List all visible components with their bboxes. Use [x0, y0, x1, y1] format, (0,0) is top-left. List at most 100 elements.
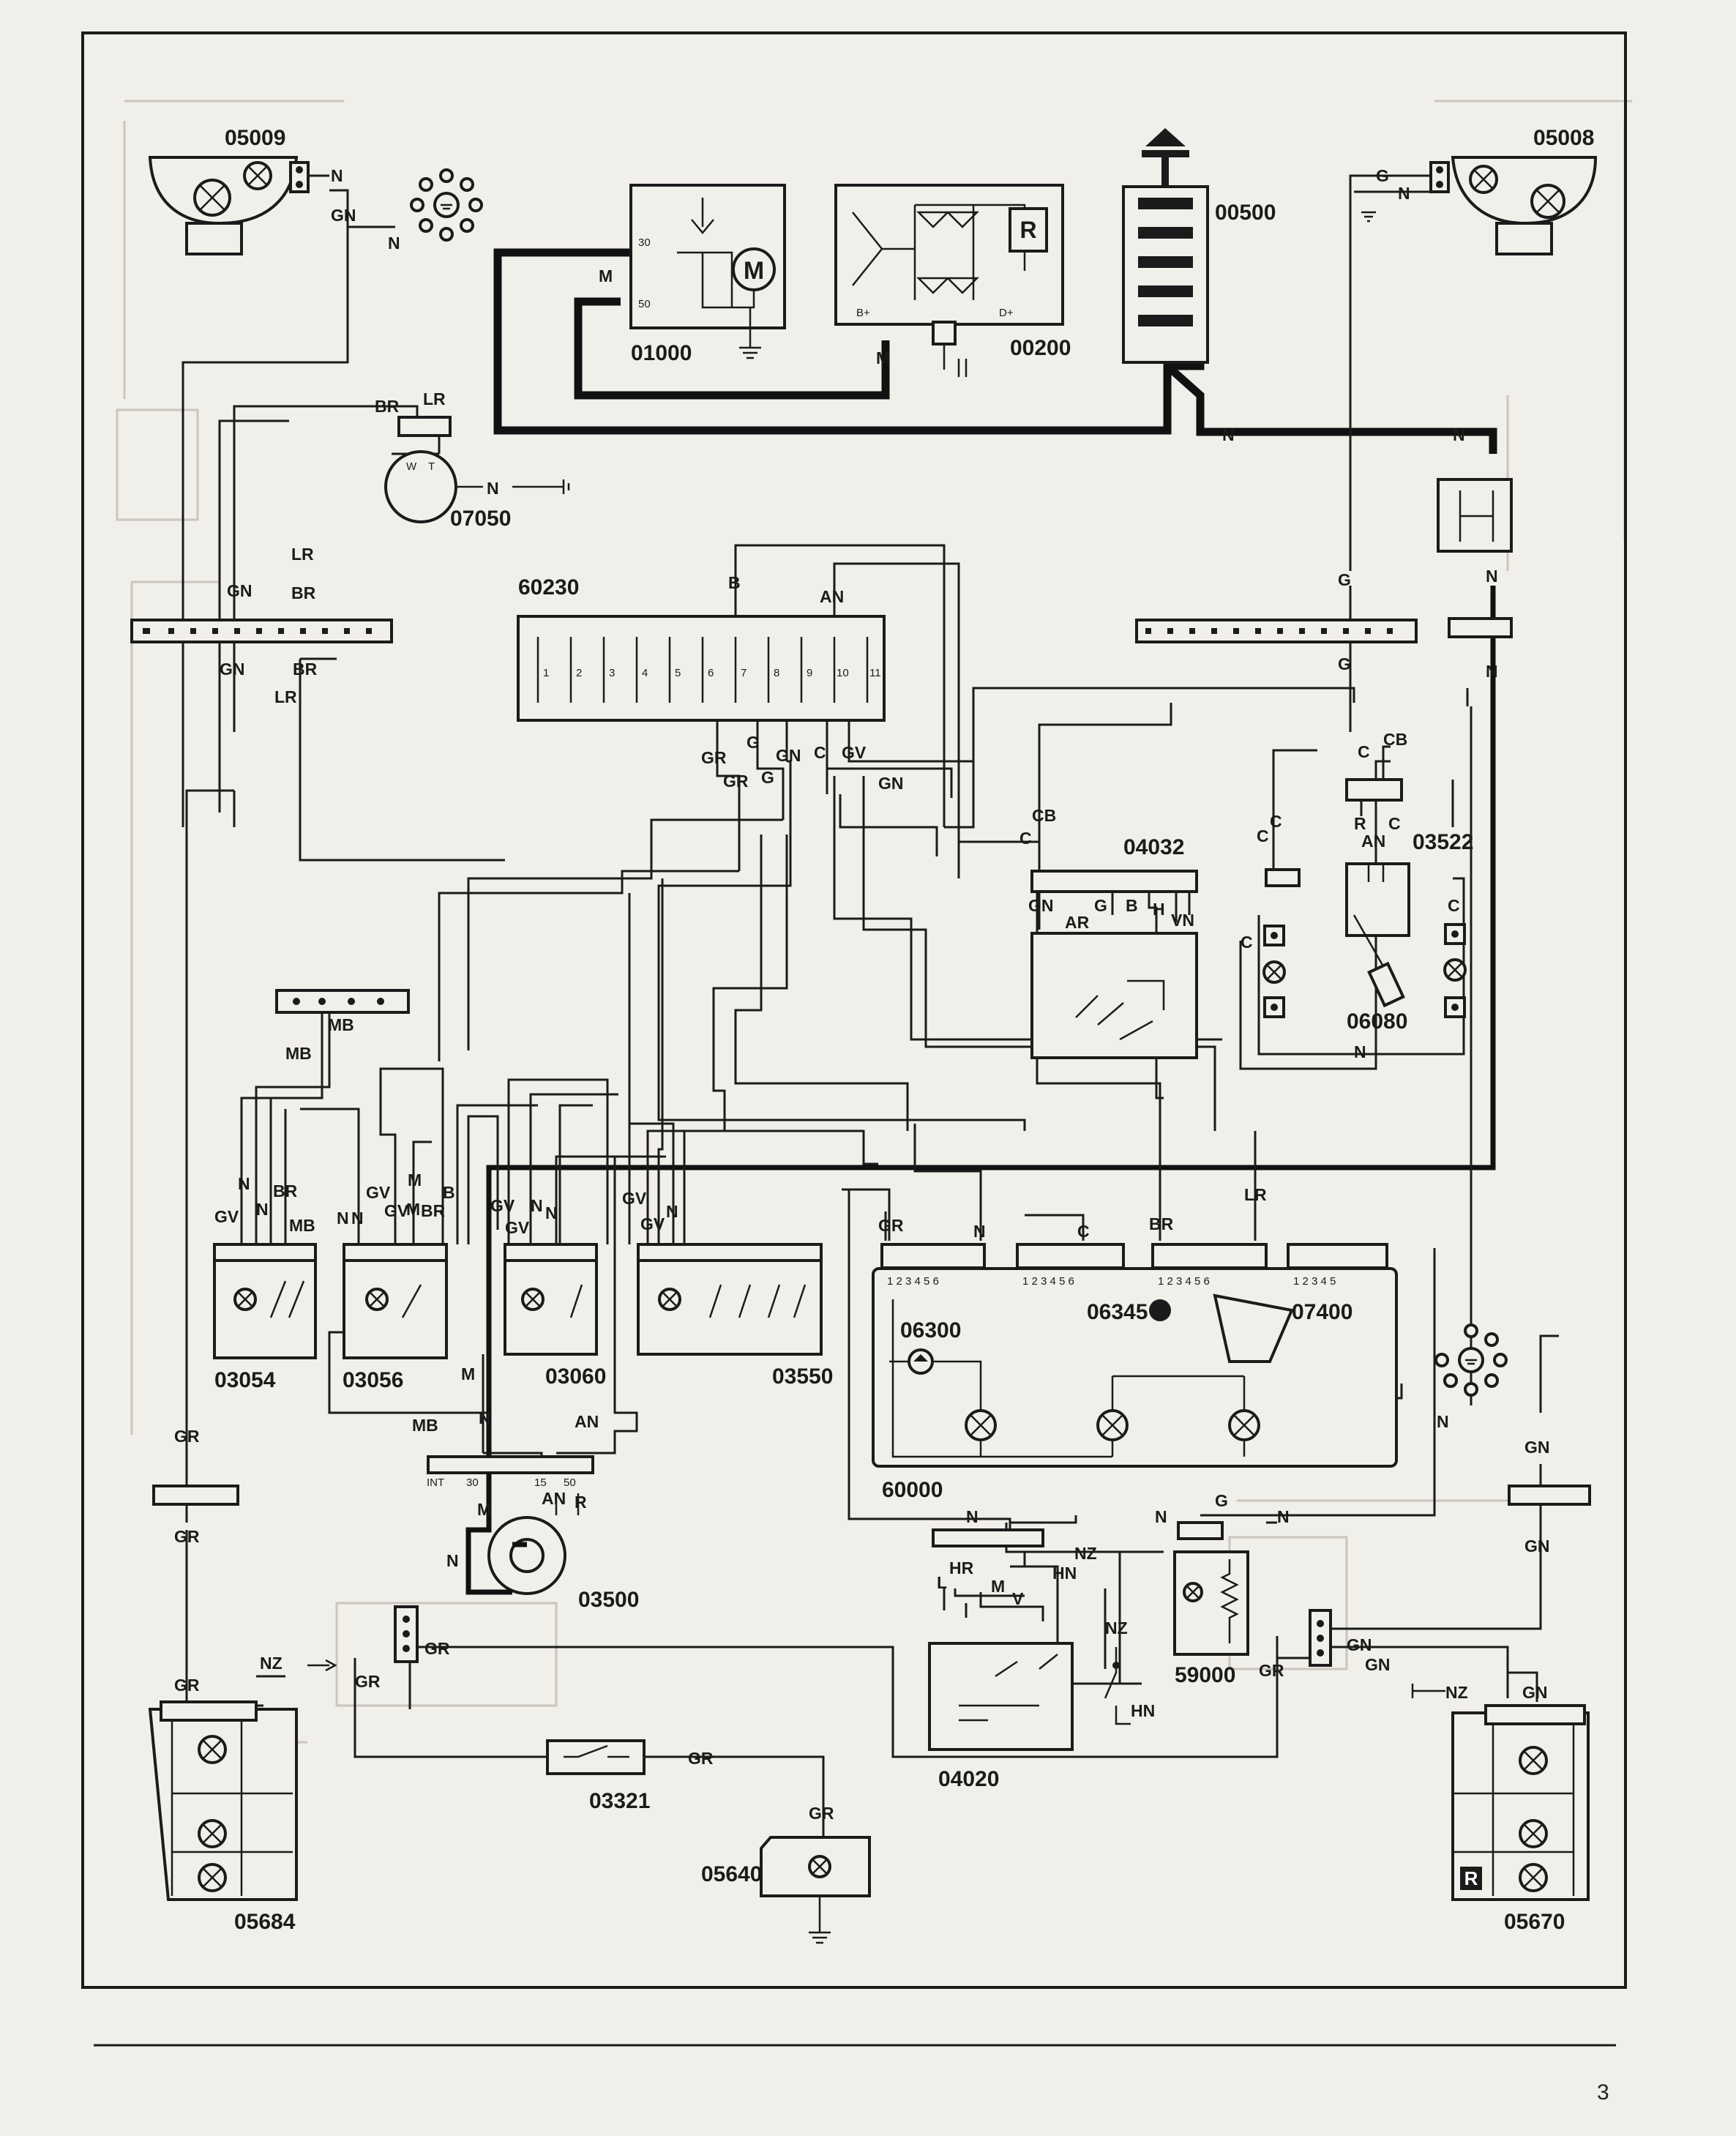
terminal-50-ign: 50: [564, 1476, 576, 1489]
wire-label-g: G: [1215, 1491, 1228, 1510]
wire-label-n: N: [331, 166, 343, 185]
terminal-int: INT: [427, 1476, 444, 1489]
label-60230: 60230: [518, 575, 579, 600]
connector-a-pins: 1 2 3 4 5 6: [887, 1275, 939, 1288]
wire-label-b: B: [443, 1183, 455, 1202]
wire-label-n: N: [1155, 1507, 1167, 1526]
wire-label-lr: LR: [1244, 1185, 1267, 1204]
wire-label-gv: GV: [842, 743, 867, 762]
label-00200: 00200: [1010, 336, 1071, 360]
instrument-cluster-60000: 1 2 3 4 5 6 1 2 3 4 5 6 1 2 3 4 5 6 1 2 …: [872, 1185, 1398, 1502]
wire-label-gv: GV: [490, 1196, 515, 1215]
wire-label-c: C: [814, 743, 826, 762]
water-temp-sender: W T BR LR N 07050: [375, 389, 570, 531]
fuse-6: 6: [708, 667, 714, 679]
wire-label-b: B: [1126, 896, 1138, 915]
terminal-d-plus: D+: [999, 307, 1014, 319]
rear-right-area: GN GN GN GN NZ GN: [1309, 1438, 1591, 1702]
wire-label-gr: GR: [355, 1672, 381, 1691]
wire-label-gn: GN: [1522, 1683, 1548, 1702]
label-05640: 05640: [701, 1862, 762, 1886]
wire-label-cb: CB: [1383, 730, 1407, 749]
starter-motor-symbol: M: [744, 257, 764, 285]
switch-bank: MB MB 03054 GV N N BR MB 03056 N N GV GV…: [213, 989, 833, 1392]
fuse-7: 7: [741, 667, 747, 679]
flasher-59000: 59000 G N GR: [1173, 1491, 1290, 1687]
label-60000: 60000: [882, 1478, 943, 1502]
wire-label-m: M: [477, 1500, 491, 1519]
wire-label-br: BR: [1149, 1214, 1174, 1233]
wire-label-gn: GN: [1028, 896, 1054, 915]
label-03500: 03500: [578, 1588, 639, 1612]
wire-label-br: BR: [273, 1181, 298, 1200]
wire-label-h: H: [1153, 900, 1165, 919]
wire-label-g: G: [761, 768, 774, 787]
wire-label-n: N: [545, 1203, 558, 1222]
page-number: 3: [1597, 2080, 1609, 2105]
wire-label-nz: NZ: [1105, 1618, 1128, 1638]
wire-label-r: R: [1354, 814, 1366, 833]
wire-label-gr: GR: [723, 772, 749, 791]
fuse-2: 2: [576, 667, 582, 679]
battery-00500: 00500 N N: [1122, 128, 1465, 444]
wire-label-n: N: [1437, 1412, 1449, 1431]
wire-label-l: L: [937, 1573, 947, 1592]
label-06080: 06080: [1347, 1009, 1407, 1034]
wire-label-c: C: [1388, 814, 1401, 833]
label-04020: 04020: [938, 1767, 999, 1791]
wire-label-n: N: [531, 1196, 543, 1215]
fuse-4: 4: [642, 667, 648, 679]
wire-label-gv: GV: [640, 1214, 665, 1233]
wire-label-n: N: [1354, 1042, 1366, 1061]
wire-label-m: M: [406, 1200, 420, 1219]
wire-label-gv: GV: [214, 1207, 239, 1226]
terminal-30-ign: 30: [466, 1476, 479, 1489]
fuse-8: 8: [774, 667, 779, 679]
front-left-lamp: 05009 N GN N: [148, 126, 400, 255]
wire-label-lr: LR: [291, 545, 314, 564]
wire-label-gn: GN: [1365, 1655, 1391, 1674]
fuse-number-labels: 1 2 3 4 5 6 7 8 9 10 11: [543, 667, 881, 679]
label-59000: 59000: [1175, 1663, 1235, 1687]
wire-label-n: N: [1453, 425, 1465, 444]
wire-label-gn: GN: [776, 746, 801, 765]
wire-label-c: C: [1257, 826, 1269, 845]
label-03054: 03054: [214, 1368, 276, 1392]
wire-label-gv: GV: [366, 1183, 391, 1202]
wire-label-n: N: [1398, 184, 1410, 203]
wire-label-gr: GR: [174, 1676, 200, 1695]
wire-label-gn: GN: [331, 206, 356, 225]
terminal-t: T: [428, 460, 435, 473]
label-03321: 03321: [589, 1789, 650, 1813]
wire-label-mb: MB: [285, 1044, 312, 1063]
wire-label-nz: NZ: [1074, 1544, 1097, 1563]
wire-label-m: M: [599, 266, 613, 285]
wire-label-gn: GN: [1524, 1438, 1550, 1457]
wire-label-gn: GN: [878, 774, 904, 793]
wire-label-gr: GR: [809, 1804, 834, 1823]
wire-label-vn: VN: [1171, 911, 1194, 930]
wire-label-n: N: [1222, 425, 1235, 444]
wire-label-g: G: [1376, 166, 1389, 185]
wire-label-gr: GR: [701, 748, 727, 767]
wire-label-g: G: [1338, 654, 1351, 673]
main-relay: N N: [1437, 478, 1513, 681]
rear-left-area: GR GR NZ GR GR GR: [152, 1427, 450, 1695]
wire-label-gn: GN: [1524, 1536, 1550, 1556]
label-05008: 05008: [1533, 126, 1594, 150]
label-07050: 07050: [450, 507, 511, 531]
rear-lamp-05670: R 05670: [1451, 1704, 1590, 1934]
terminal-30: 30: [638, 236, 651, 249]
wire-label-br: BR: [375, 397, 400, 416]
wire-label-m: M: [991, 1577, 1005, 1596]
wire-label-b: B: [728, 573, 741, 592]
label-06345: 06345: [1087, 1300, 1148, 1324]
wire-label-n: N: [487, 479, 499, 498]
wire-label-br: BR: [291, 583, 316, 602]
connector-b-pins: 1 2 3 4 5 6: [1022, 1275, 1074, 1288]
wire-label-gr: GR: [174, 1427, 200, 1446]
wire-label-c: C: [1270, 812, 1282, 831]
switch-04032: 04032 C CB GN AR G B H VN: [1019, 806, 1198, 1059]
wire-label-m: M: [408, 1170, 422, 1190]
